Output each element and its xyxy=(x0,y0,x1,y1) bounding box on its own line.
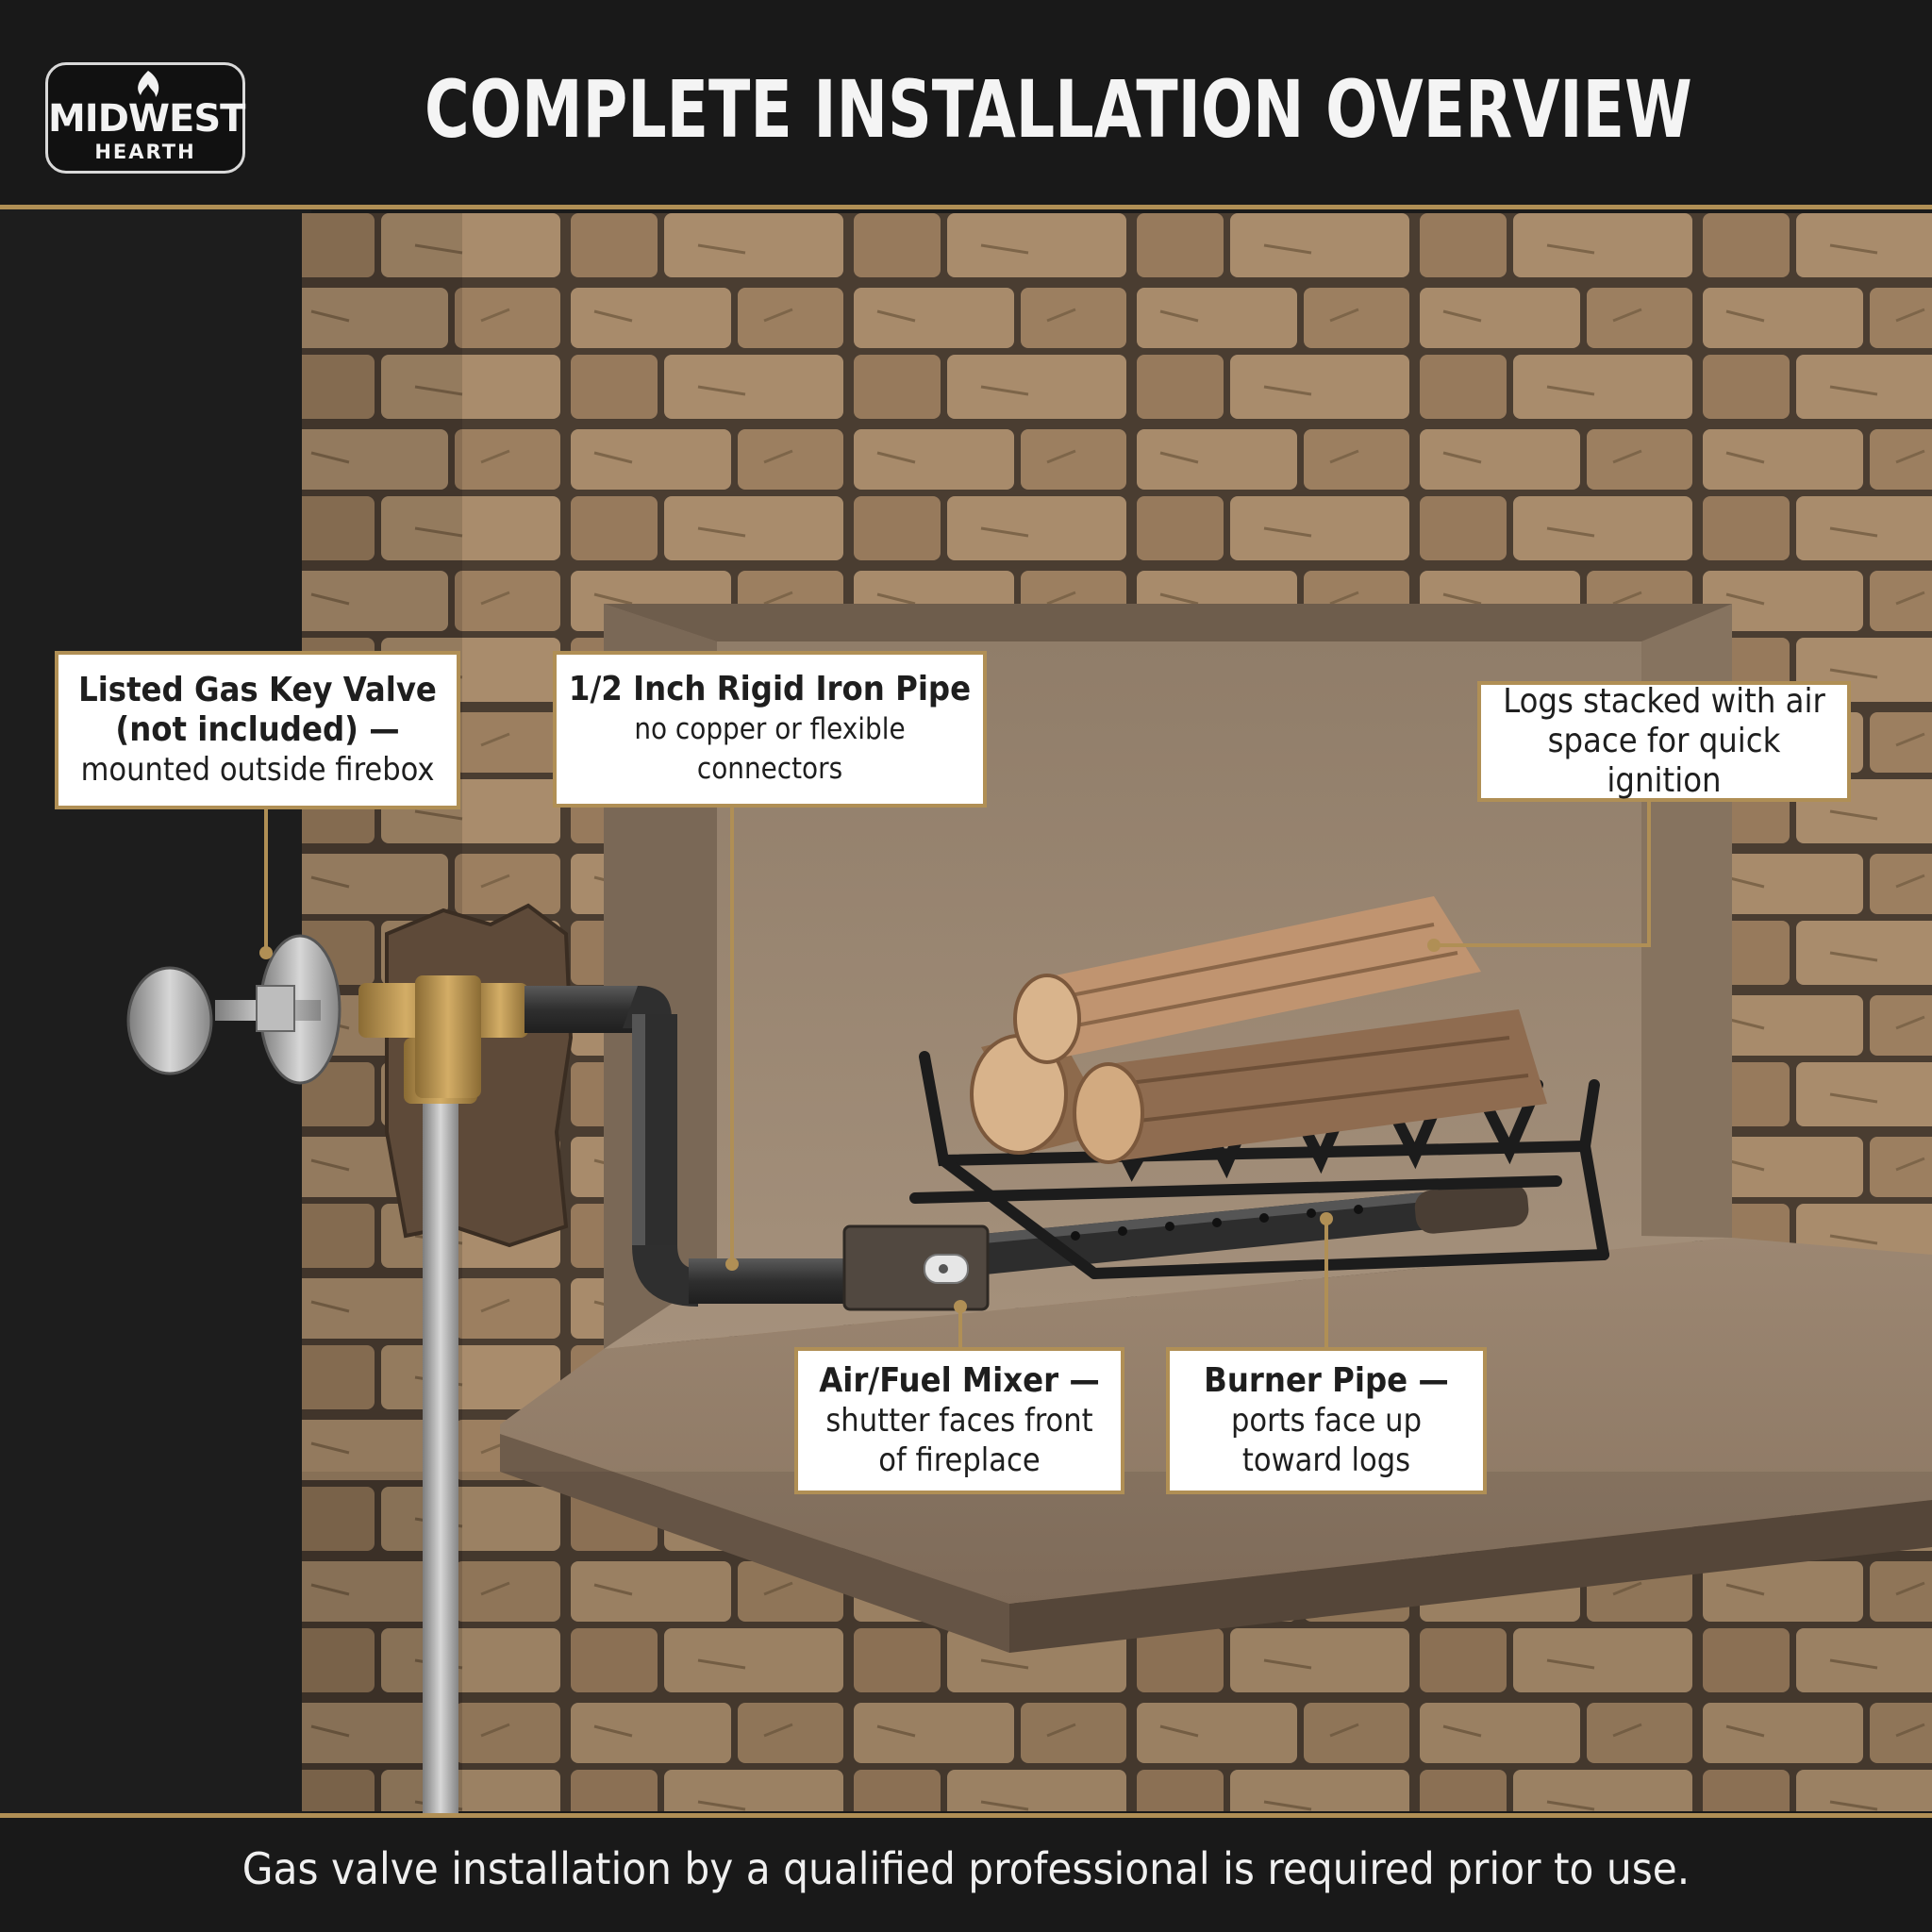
fireplace-illustration xyxy=(0,209,1932,1813)
leader-line-logs xyxy=(1434,802,1651,947)
gas-supply-line xyxy=(423,1085,458,1813)
callout-mixer: Air/Fuel Mixer — shutter faces front of … xyxy=(794,1347,1124,1494)
footer-note: Gas valve installation by a qualified pr… xyxy=(242,1843,1690,1894)
callout-iron-pipe-body: no copper or flexible connectors xyxy=(634,712,906,786)
callout-logs-line-2: space for quick ignition xyxy=(1547,722,1781,800)
callout-mixer-title: Air/Fuel Mixer — xyxy=(819,1361,1100,1400)
callout-logs: Logs stacked with air space for quick ig… xyxy=(1477,681,1851,802)
callout-key-valve-body: mounted outside firebox xyxy=(80,751,435,789)
brand-subname: HEARTH xyxy=(94,141,196,163)
firewood-logs xyxy=(970,896,1547,1164)
callout-key-valve-title-2: (not included) — xyxy=(115,710,400,749)
callout-iron-pipe: 1/2 Inch Rigid Iron Pipe no copper or fl… xyxy=(553,651,987,808)
air-fuel-mixer xyxy=(842,1224,990,1311)
callout-burner-line-2: toward logs xyxy=(1241,1441,1411,1479)
brand-logo: MIDWEST HEARTH xyxy=(45,62,245,174)
callout-burner-title: Burner Pipe — xyxy=(1204,1361,1449,1400)
iron-pipe xyxy=(525,986,849,1307)
callout-mixer-line-1: shutter faces front xyxy=(825,1402,1093,1440)
page-title: COMPLETE INSTALLATION OVERVIEW xyxy=(425,63,1692,156)
callout-key-valve: Listed Gas Key Valve (not included) — mo… xyxy=(55,651,460,809)
callout-logs-line-1: Logs stacked with air xyxy=(1503,682,1825,721)
callout-mixer-line-2: of fireplace xyxy=(878,1441,1041,1479)
header-bar: MIDWEST HEARTH COMPLETE INSTALLATION OVE… xyxy=(0,0,1932,209)
key-valve-icon xyxy=(126,934,341,1085)
callout-burner-line-1: ports face up xyxy=(1230,1402,1422,1440)
callout-iron-pipe-title: 1/2 Inch Rigid Iron Pipe xyxy=(568,670,972,708)
burner-pipe xyxy=(962,1183,1529,1275)
callout-burner: Burner Pipe — ports face up toward logs xyxy=(1166,1347,1487,1494)
callout-key-valve-title-1: Listed Gas Key Valve xyxy=(78,671,437,709)
flame-icon xyxy=(138,71,159,97)
brand-name: MIDWEST xyxy=(48,97,245,141)
footer-bar: Gas valve installation by a qualified pr… xyxy=(0,1813,1932,1932)
